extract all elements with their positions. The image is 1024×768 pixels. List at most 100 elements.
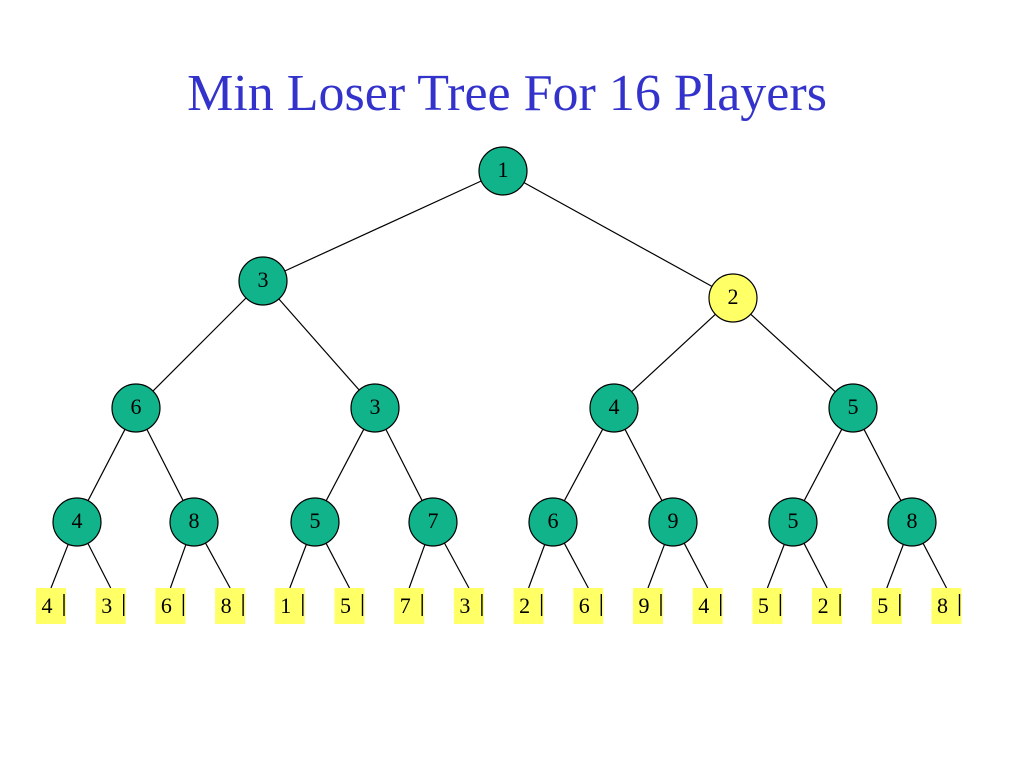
player-leaf: 6: [573, 588, 604, 624]
player-leaf-box: [95, 588, 126, 624]
tree-node-l3-0-label: 4: [72, 508, 83, 533]
tree-node-l2-3: 5: [828, 383, 878, 433]
player-leaf: 8: [215, 588, 246, 624]
tree-node-l1-0: 3: [238, 256, 288, 306]
tree-node-l2-0-circle: [111, 383, 161, 433]
tree-node-l3-6: 5: [768, 497, 818, 547]
edge-to-player-0: [50, 544, 69, 589]
player-leaf-box: [334, 588, 365, 624]
tree-node-l3-3-circle: [408, 497, 458, 547]
tree-node-l2-1-circle: [350, 383, 400, 433]
tree-node-l1-1-label: 2: [728, 284, 739, 309]
tree-node-l2-3-circle: [828, 383, 878, 433]
edge-to-player-9: [563, 542, 589, 589]
edge-to-player-7: [443, 542, 470, 589]
player-leaf-label: 5: [877, 593, 888, 618]
player-leaf-label: 6: [161, 593, 172, 618]
edge-to-player-12: [766, 544, 785, 589]
player-leaf-label: 3: [459, 593, 470, 618]
tree-node-l3-2: 5: [290, 497, 340, 547]
player-leaf-box: [752, 588, 783, 624]
tree-node-l3-1: 8: [169, 497, 219, 547]
tree-node-root: 1: [478, 146, 528, 196]
edge-to-player-15: [922, 543, 948, 589]
edge-to-player-13: [803, 543, 828, 589]
player-leaf-box: [394, 588, 425, 624]
tree-node-l1-0-circle: [238, 256, 288, 306]
player-leaf-label: 3: [101, 593, 112, 618]
tree-node-l3-5-circle: [648, 497, 698, 547]
player-leaf: 7: [394, 588, 425, 624]
tree-node-l2-2: 4: [589, 383, 639, 433]
player-leaf-box: [155, 588, 186, 624]
tree-node-l3-2-label: 5: [310, 508, 321, 533]
tree-node-l2-1: 3: [350, 383, 400, 433]
player-leaf: 5: [752, 588, 783, 624]
player-leaf-label: 4: [698, 593, 709, 618]
tree-node-l3-5: 9: [648, 497, 698, 547]
tree-node-l3-4-label: 6: [548, 508, 559, 533]
edge-root-to-l1-0: [262, 180, 482, 282]
player-leaf-box: [513, 588, 544, 624]
edge-to-player-8: [528, 544, 546, 589]
player-leaf-label: 2: [519, 593, 530, 618]
tree-node-l3-3: 7: [408, 497, 458, 547]
player-leaf: 3: [95, 588, 126, 624]
tree-node-l1-0-label: 3: [258, 267, 269, 292]
player-leaf-box: [274, 588, 305, 624]
tree-node-l2-1-label: 3: [370, 394, 381, 419]
edge-root-to-l1-1: [523, 182, 734, 299]
player-leaf-label: 5: [340, 593, 351, 618]
player-leaf: 4: [36, 588, 66, 624]
player-leaf-label: 1: [280, 593, 291, 618]
tree-node-l3-6-label: 5: [788, 508, 799, 533]
tree-node-l2-0: 6: [111, 383, 161, 433]
edge-to-player-4: [289, 544, 307, 589]
player-leaf: 2: [513, 588, 544, 624]
edge-to-player-3: [204, 542, 231, 589]
tree-nodes: 1 3 2 6 3 4 5 4 8 5 7 6 9 5 8: [52, 146, 937, 547]
player-leaf: 6: [155, 588, 186, 624]
edge-to-player-5: [325, 543, 351, 589]
tree-node-l3-2-circle: [290, 497, 340, 547]
tree-node-l3-1-label: 8: [189, 508, 200, 533]
tree-node-l1-1: 2: [708, 273, 758, 323]
edge-to-player-14: [886, 544, 904, 589]
player-leaf-label: 2: [818, 593, 829, 618]
edge-to-player-11: [683, 542, 709, 589]
player-leaf-box: [36, 588, 66, 624]
tree-node-l1-1-circle: [708, 273, 758, 323]
player-leaf: 2: [812, 588, 843, 624]
player-leaf: 1: [274, 588, 305, 624]
player-leaf-box: [453, 588, 484, 624]
tree-node-l3-0-circle: [52, 497, 102, 547]
tree-node-l2-2-circle: [589, 383, 639, 433]
player-leaf: 9: [633, 588, 663, 624]
player-leaf-label: 5: [758, 593, 769, 618]
tree-node-l3-5-label: 9: [668, 508, 679, 533]
tree-node-l3-6-circle: [768, 497, 818, 547]
tree-node-l2-2-label: 4: [609, 394, 620, 419]
edge-to-player-10: [647, 544, 666, 589]
tree-node-l2-0-label: 6: [131, 394, 142, 419]
edge-to-player-6: [408, 544, 426, 589]
tree-node-l3-0: 4: [52, 497, 102, 547]
tree-node-l3-4: 6: [528, 497, 578, 547]
player-leaf-label: 8: [221, 593, 232, 618]
slide-title: Min Loser Tree For 16 Players: [187, 65, 827, 122]
tree-node-l3-7: 8: [887, 497, 937, 547]
tree-node-l3-7-label: 8: [907, 508, 918, 533]
player-leaf-box: [931, 588, 962, 624]
tree-node-l3-4-circle: [528, 497, 578, 547]
player-leaf: 5: [871, 588, 902, 624]
player-leaf: 5: [334, 588, 365, 624]
edge-to-player-1: [87, 543, 112, 589]
player-leaf-box: [871, 588, 902, 624]
player-leaf: 8: [931, 588, 962, 624]
player-leaf-label: 7: [400, 593, 411, 618]
tree-node-root-circle: [478, 146, 528, 196]
player-leaf-box: [573, 588, 604, 624]
player-leaf: 4: [692, 588, 723, 624]
